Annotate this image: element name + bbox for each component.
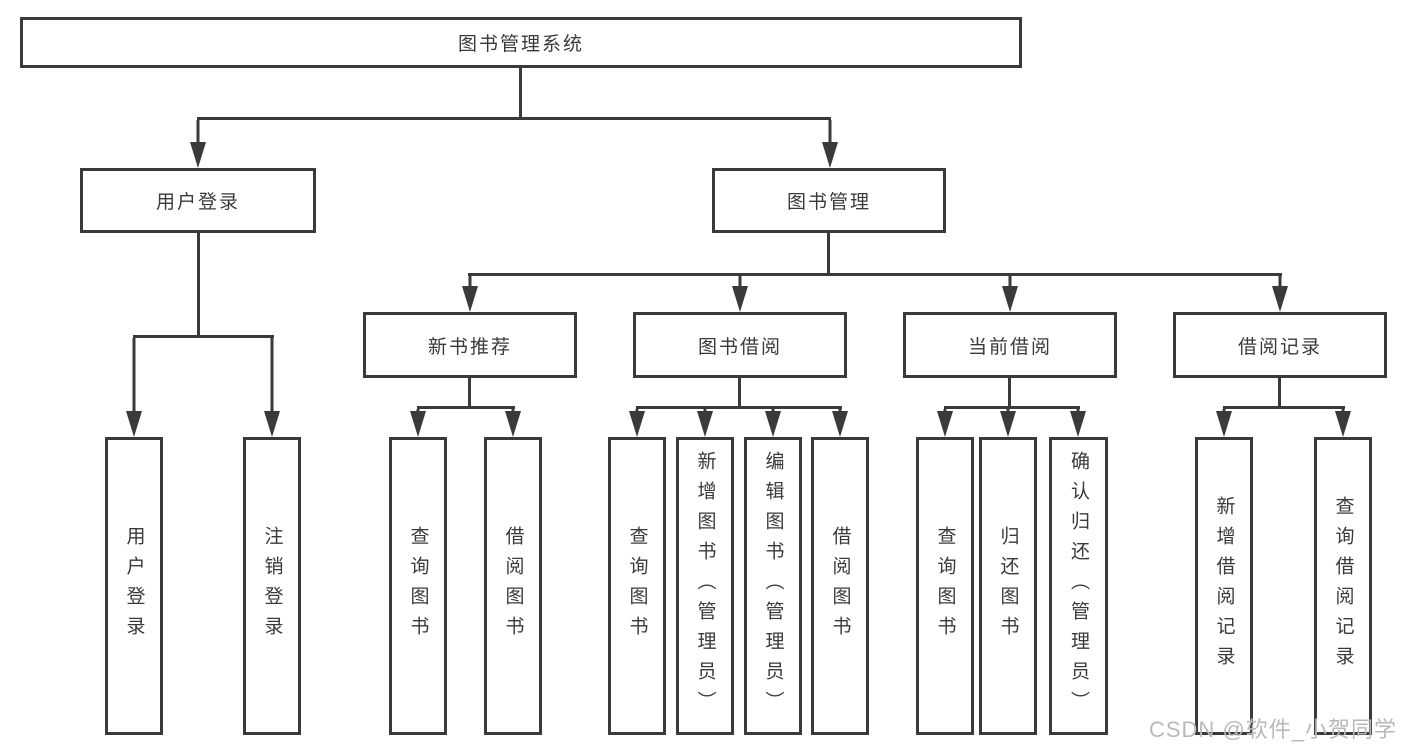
leaf-add-books-admin-label: 新增图书（管理员） bbox=[694, 451, 716, 721]
connector-arrow bbox=[732, 276, 748, 312]
leaf-add-borrow-record-label: 新增借阅记录 bbox=[1213, 496, 1235, 676]
leaf-add-borrow-record: 新增借阅记录 bbox=[1195, 437, 1253, 735]
connector-arrow bbox=[1335, 409, 1351, 437]
leaf-return-books: 归还图书 bbox=[979, 437, 1037, 735]
node-root-label: 图书管理系统 bbox=[457, 34, 584, 55]
arrow-down-icon bbox=[832, 411, 848, 437]
leaf-add-books-admin: 新增图书（管理员） bbox=[676, 437, 734, 735]
leaf-borrow-books-1-label: 借阅图书 bbox=[502, 526, 524, 646]
node-current-borrow-label: 当前借阅 bbox=[967, 336, 1052, 358]
connector-line bbox=[468, 378, 471, 409]
arrow-down-icon bbox=[937, 411, 953, 437]
arrow-down-icon bbox=[190, 142, 206, 168]
connector-line bbox=[636, 406, 842, 409]
arrow-down-icon bbox=[1216, 411, 1232, 437]
connector-arrow bbox=[832, 409, 848, 437]
leaf-logout: 注销登录 bbox=[243, 437, 301, 735]
connector-arrow bbox=[505, 409, 521, 437]
node-borrow-records-label: 借阅记录 bbox=[1237, 336, 1322, 358]
connector-arrow bbox=[822, 120, 838, 168]
connector-arrow bbox=[264, 338, 280, 437]
leaf-borrow-books-1: 借阅图书 bbox=[484, 437, 542, 735]
leaf-borrow-books-2: 借阅图书 bbox=[811, 437, 869, 735]
arrow-down-icon bbox=[410, 411, 426, 437]
arrow-down-icon bbox=[765, 411, 781, 437]
leaf-return-books-label: 归还图书 bbox=[997, 526, 1019, 646]
leaf-edit-books-admin: 编辑图书（管理员） bbox=[744, 437, 802, 735]
leaf-user-login: 用户登录 bbox=[105, 437, 163, 735]
leaf-user-login-label: 用户登录 bbox=[123, 526, 145, 646]
node-book-mgmt-label: 图书管理 bbox=[786, 192, 871, 213]
connector-arrow bbox=[937, 409, 953, 437]
connector-line bbox=[417, 406, 515, 409]
leaf-query-books-1: 查询图书 bbox=[389, 437, 447, 735]
connector-arrow bbox=[462, 276, 478, 312]
csdn-watermark: CSDN @软件_小贺同学 bbox=[1148, 717, 1397, 742]
arrow-down-icon bbox=[732, 286, 748, 312]
leaf-edit-books-admin-label: 编辑图书（管理员） bbox=[762, 451, 784, 721]
arrow-down-icon bbox=[264, 411, 280, 437]
arrow-down-icon bbox=[822, 142, 838, 168]
connector-arrow bbox=[1000, 409, 1016, 437]
leaf-borrow-books-2-label: 借阅图书 bbox=[829, 526, 851, 646]
connector-line bbox=[1278, 378, 1281, 409]
connector-line bbox=[944, 406, 1080, 409]
leaf-query-books-1-label: 查询图书 bbox=[407, 526, 429, 646]
node-borrow-records: 借阅记录 bbox=[1173, 312, 1387, 378]
connector-line bbox=[197, 117, 831, 120]
leaf-query-books-3: 查询图书 bbox=[916, 437, 974, 735]
leaf-query-borrow-record-label: 查询借阅记录 bbox=[1332, 496, 1354, 676]
leaf-query-books-2-label: 查询图书 bbox=[626, 526, 648, 646]
connector-line bbox=[519, 68, 522, 120]
arrow-down-icon bbox=[462, 286, 478, 312]
connector-arrow bbox=[1272, 276, 1288, 312]
arrow-down-icon bbox=[1272, 286, 1288, 312]
leaf-query-books-2: 查询图书 bbox=[608, 437, 666, 735]
arrow-down-icon bbox=[1070, 411, 1086, 437]
node-user-login: 用户登录 bbox=[80, 168, 316, 233]
node-user-login-label: 用户登录 bbox=[155, 192, 240, 213]
arrow-down-icon bbox=[1000, 411, 1016, 437]
arrow-down-icon bbox=[126, 411, 142, 437]
leaf-query-borrow-record: 查询借阅记录 bbox=[1314, 437, 1372, 735]
connector-line bbox=[133, 335, 274, 338]
arrow-down-icon bbox=[1002, 286, 1018, 312]
connector-arrow bbox=[765, 409, 781, 437]
node-new-book-recommend: 新书推荐 bbox=[363, 312, 577, 378]
arrow-down-icon bbox=[629, 411, 645, 437]
connector-line bbox=[1008, 378, 1011, 409]
node-new-book-recommend-label: 新书推荐 bbox=[427, 336, 512, 358]
connector-arrow bbox=[1002, 276, 1018, 312]
connector-line bbox=[197, 233, 200, 338]
connector-arrow bbox=[410, 409, 426, 437]
node-book-borrow: 图书借阅 bbox=[633, 312, 847, 378]
arrow-down-icon bbox=[697, 411, 713, 437]
leaf-query-books-3-label: 查询图书 bbox=[934, 526, 956, 646]
leaf-logout-label: 注销登录 bbox=[261, 526, 283, 646]
connector-line bbox=[468, 273, 1282, 276]
connector-line bbox=[738, 378, 741, 409]
node-root: 图书管理系统 bbox=[20, 17, 1022, 68]
connector-line bbox=[1223, 406, 1345, 409]
connector-arrow bbox=[629, 409, 645, 437]
connector-arrow bbox=[190, 120, 206, 168]
node-book-borrow-label: 图书借阅 bbox=[697, 336, 782, 358]
node-book-mgmt: 图书管理 bbox=[712, 168, 946, 233]
leaf-confirm-return-admin-label: 确认归还（管理员） bbox=[1068, 451, 1089, 721]
connector-arrow bbox=[1070, 409, 1086, 437]
connector-arrow bbox=[697, 409, 713, 437]
connector-arrow bbox=[1216, 409, 1232, 437]
arrow-down-icon bbox=[1335, 411, 1351, 437]
leaf-confirm-return-admin: 确认归还（管理员） bbox=[1049, 437, 1108, 735]
connector-line bbox=[827, 233, 830, 276]
connector-arrow bbox=[126, 338, 142, 437]
node-current-borrow: 当前借阅 bbox=[903, 312, 1117, 378]
arrow-down-icon bbox=[505, 411, 521, 437]
